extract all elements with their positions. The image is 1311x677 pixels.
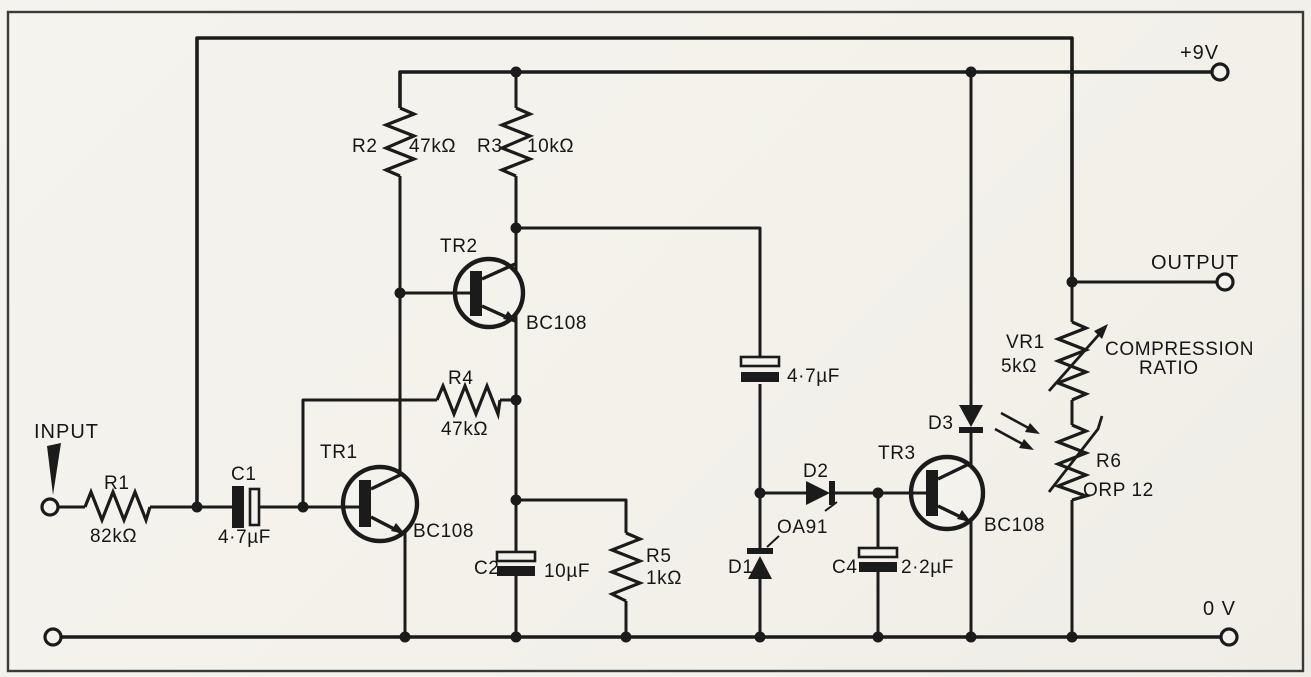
capacitor-c1: C1 4·7µF — [218, 464, 271, 548]
label-0v: 0 V — [1203, 598, 1236, 620]
ldr-r6: R6 ORP 12 — [1047, 415, 1154, 502]
input-terminal: INPUT — [34, 421, 99, 517]
label-d3-ref: D3 — [928, 413, 954, 434]
label-r4-value: 47kΩ — [441, 419, 488, 440]
label-r5-ref: R5 — [646, 546, 672, 567]
label-ratio: RATIO — [1139, 358, 1199, 379]
transistor-tr2: TR2 BC108 — [400, 236, 587, 334]
diode-d3-led: D3 — [928, 405, 1040, 450]
label-r3-value: 10kΩ — [527, 136, 574, 157]
label-r1-value: 82kΩ — [90, 526, 137, 547]
label-oa91-group: OA91 — [766, 501, 838, 548]
label-d1-ref: D1 — [728, 557, 754, 578]
junction-dots — [191, 66, 1078, 643]
label-r6-type: ORP 12 — [1083, 480, 1154, 501]
label-tr1-ref: TR1 — [320, 442, 358, 463]
label-r6-ref: R6 — [1096, 451, 1122, 472]
resistor-r5: R5 1kΩ — [607, 531, 682, 603]
label-output: OUTPUT — [1151, 252, 1239, 274]
label-plus-9v: +9V — [1180, 42, 1219, 64]
label-c1-value: 4·7µF — [218, 527, 271, 548]
resistor-r2: R2 47kΩ — [352, 106, 456, 178]
positive-rail-terminal: +9V — [1180, 42, 1230, 82]
transistor-tr3: TR3 BC108 — [878, 443, 1045, 536]
capacitor-coupling-4u7: 4·7µF — [739, 355, 840, 387]
label-tr3-type: BC108 — [984, 515, 1045, 536]
diode-d1: D1 — [728, 548, 773, 579]
wires — [58, 36, 1221, 639]
label-r2-ref: R2 — [352, 136, 378, 157]
potentiometer-vr1: VR1 5kΩ COMPRESSION RATIO — [1001, 320, 1254, 402]
transistor-tr1: TR1 BC108 — [303, 442, 474, 544]
label-input: INPUT — [34, 421, 99, 443]
light-emission-arrows — [994, 411, 1040, 450]
ground-rail-terminals: 0 V — [43, 598, 1239, 647]
capacitor-c4: C4 2·2µF — [832, 546, 954, 578]
label-r1-ref: R1 — [104, 473, 130, 494]
label-vr1-value: 5kΩ — [1001, 356, 1037, 377]
label-coupling-cap-value: 4·7µF — [787, 366, 840, 387]
label-r5-value: 1kΩ — [646, 568, 682, 589]
input-pointer-arrow — [47, 443, 61, 495]
label-tr1-type: BC108 — [413, 521, 474, 542]
label-d1-d2-type: OA91 — [777, 517, 828, 538]
oa91-leader-to-d2 — [824, 501, 838, 512]
scan-border — [6, 10, 1305, 673]
label-compression: COMPRESSION — [1105, 339, 1254, 360]
output-terminal: OUTPUT — [1151, 252, 1239, 292]
label-c2-ref: C2 — [474, 558, 500, 579]
oa91-leader-to-d1 — [766, 535, 780, 548]
label-c4-ref: C4 — [832, 557, 858, 578]
resistor-r4: R4 47kΩ — [435, 368, 502, 440]
label-r2-value: 47kΩ — [409, 136, 456, 157]
label-r3-ref: R3 — [477, 136, 503, 157]
label-c2-value: 10µF — [544, 561, 590, 582]
capacitor-c2: C2 10µF — [474, 550, 590, 582]
diode-d2: D2 — [803, 461, 835, 505]
label-vr1-ref: VR1 — [1006, 332, 1045, 353]
label-r4-ref: R4 — [448, 368, 474, 389]
label-tr3-ref: TR3 — [878, 443, 916, 464]
label-tr2-type: BC108 — [526, 313, 587, 334]
label-c4-value: 2·2µF — [901, 557, 954, 578]
label-d2-ref: D2 — [803, 461, 829, 482]
label-tr2-ref: TR2 — [440, 236, 478, 257]
label-c1-ref: C1 — [231, 464, 257, 485]
resistor-r3: R3 10kΩ — [477, 106, 574, 178]
resistor-r1: R1 82kΩ — [83, 473, 152, 547]
